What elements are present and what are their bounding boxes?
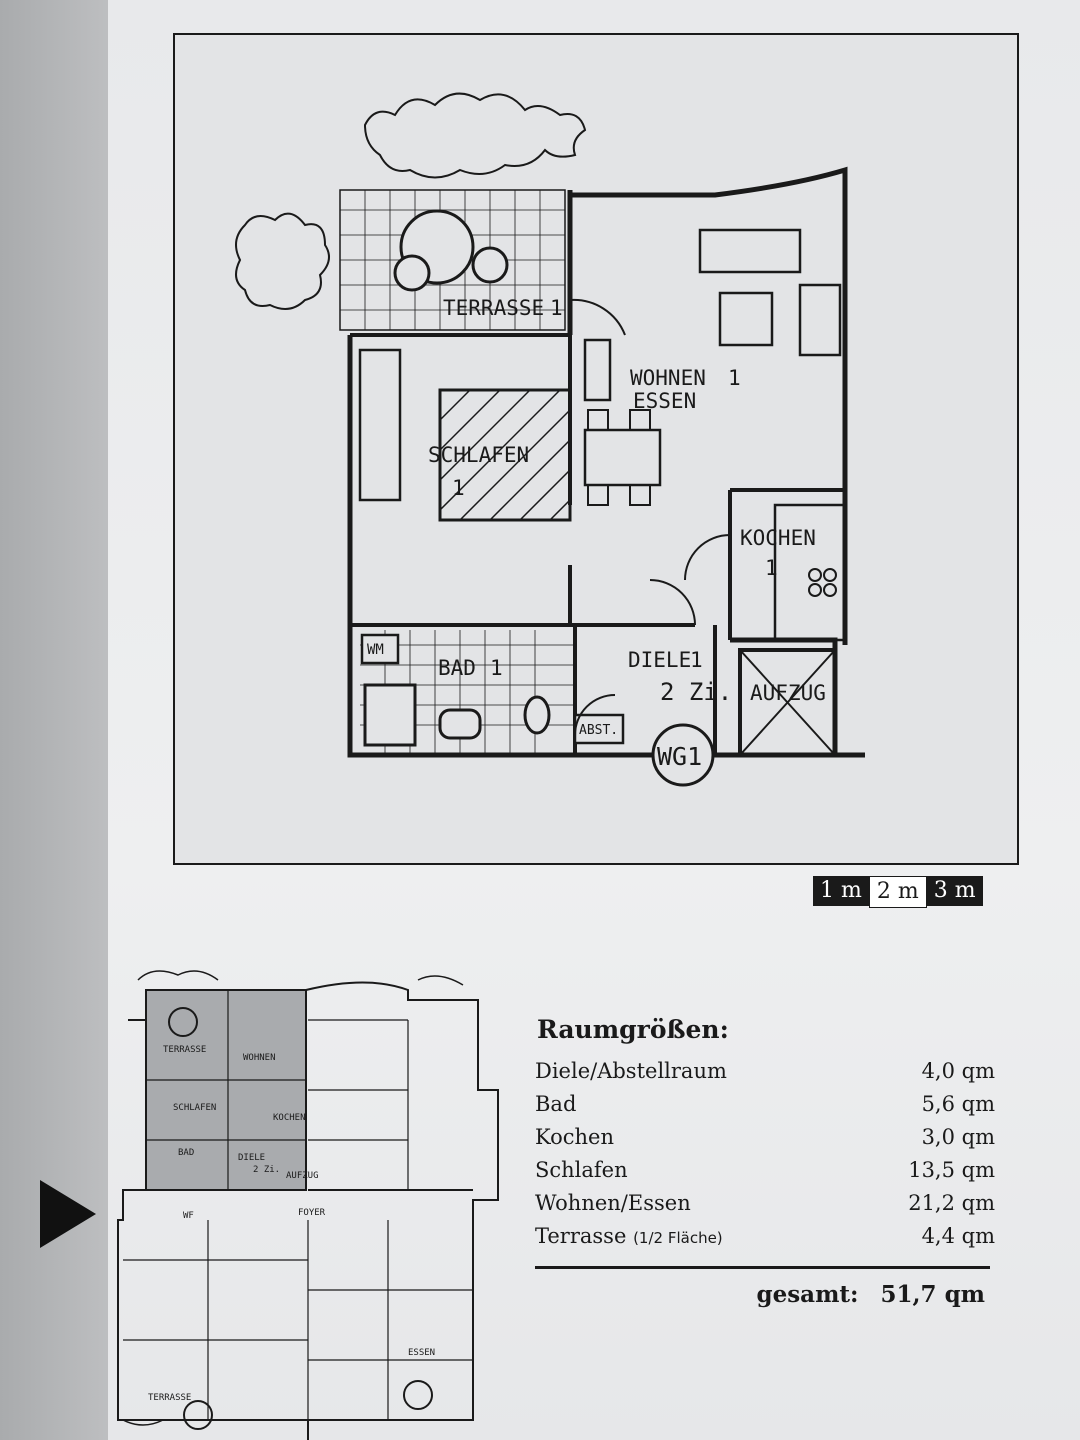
toilet bbox=[523, 695, 551, 735]
room-sizes-title: Raumgrößen: bbox=[537, 1015, 729, 1044]
room-label-aufzug: AUFZUG bbox=[750, 681, 826, 705]
room-label-kochen: KOCHEN bbox=[740, 526, 816, 550]
wm-box bbox=[360, 633, 400, 665]
room-label-essen: ESSEN bbox=[633, 389, 696, 413]
location-arrow-icon bbox=[40, 1180, 96, 1248]
sofa bbox=[698, 228, 802, 274]
washbasin bbox=[438, 708, 482, 740]
unit-circle bbox=[651, 723, 715, 787]
total-divider bbox=[535, 1266, 990, 1269]
site-label-zi: 2 Zi. bbox=[253, 1165, 280, 1175]
chair bbox=[629, 484, 651, 506]
room-value: 21,2 qm bbox=[908, 1190, 995, 1215]
site-label-wf: WF bbox=[183, 1211, 194, 1221]
terrace-chair bbox=[471, 246, 509, 284]
scale-3m: 3 m bbox=[926, 876, 983, 906]
room-label-schlafen: SCHLAFEN bbox=[428, 443, 529, 467]
room-value: 4,4 qm bbox=[921, 1223, 995, 1248]
site-label-terrasse-top: TERRASSE bbox=[163, 1045, 206, 1055]
site-label-wohnen: WOHNEN bbox=[243, 1053, 276, 1063]
room-value: 5,6 qm bbox=[921, 1091, 995, 1116]
site-label-schlafen: SCHLAFEN bbox=[173, 1103, 216, 1113]
room-num-schlafen: 1 bbox=[452, 476, 465, 500]
vegetation bbox=[363, 92, 587, 179]
room-name: Diele/Abstellraum bbox=[535, 1058, 727, 1083]
room-size-row: Terrasse (1/2 Fläche) 4,4 qm bbox=[535, 1219, 995, 1252]
terrace-chair bbox=[393, 254, 431, 292]
door-swing bbox=[569, 298, 731, 736]
site-plan: TERRASSE WOHNEN SCHLAFEN KOCHEN BAD DIEL… bbox=[117, 970, 499, 1440]
building-outline bbox=[117, 981, 499, 1440]
elevator-shaft bbox=[738, 648, 837, 757]
site-label-essen: ESSEN bbox=[408, 1348, 435, 1358]
room-label-wohnen: WOHNEN bbox=[630, 366, 706, 390]
room-size-row: Schlafen 13,5 qm bbox=[535, 1153, 995, 1186]
room-label-terrasse: TERRASSE bbox=[443, 296, 544, 320]
room-size-row: Bad 5,6 qm bbox=[535, 1087, 995, 1120]
room-num-wohnen: 1 bbox=[728, 366, 741, 390]
label-abst: ABST. bbox=[579, 723, 618, 738]
room-note: (1/2 Fläche) bbox=[633, 1228, 723, 1247]
unit-rooms: 2 Zi. bbox=[660, 678, 732, 706]
room-num-diele: 1 bbox=[690, 648, 703, 672]
site-label-foyer: FOYER bbox=[298, 1208, 326, 1218]
room-size-row: Diele/Abstellraum 4,0 qm bbox=[535, 1054, 995, 1087]
room-num-kochen: 1 bbox=[765, 556, 778, 580]
total-value: 51,7 qm bbox=[880, 1281, 985, 1308]
scale-bar: 1 m 2 m 3 m bbox=[813, 876, 983, 908]
floor-plan: TERRASSE 1 WOHNEN 1 ESSEN SCHLAFEN 1 KOC… bbox=[235, 92, 865, 787]
room-num-terrasse: 1 bbox=[550, 296, 563, 320]
room-size-row: Wohnen/Essen 21,2 qm bbox=[535, 1186, 995, 1219]
room-name: Schlafen bbox=[535, 1157, 628, 1182]
highlighted-unit bbox=[145, 989, 307, 1191]
room-num-bad: 1 bbox=[490, 656, 503, 680]
site-label-terrasse-bottom: TERRASSE bbox=[148, 1393, 191, 1403]
chair bbox=[629, 409, 651, 431]
site-label-diele: DIELE bbox=[238, 1153, 265, 1163]
room-name: Kochen bbox=[535, 1124, 615, 1149]
vegetation bbox=[235, 212, 330, 310]
bathtub bbox=[363, 683, 417, 747]
room-label-bad: BAD bbox=[438, 656, 476, 680]
chair bbox=[587, 484, 609, 506]
armchair bbox=[798, 283, 842, 357]
room-value: 13,5 qm bbox=[908, 1157, 995, 1182]
site-label-bad: BAD bbox=[178, 1148, 194, 1158]
room-name: Terrasse bbox=[535, 1223, 627, 1248]
total-row: gesamt: 51,7 qm bbox=[535, 1281, 995, 1308]
total-label: gesamt: bbox=[756, 1281, 859, 1308]
room-label-diele: DIELE bbox=[628, 648, 691, 672]
room-size-row: Kochen 3,0 qm bbox=[535, 1120, 995, 1153]
coffee-table bbox=[718, 291, 774, 347]
kitchen-counter bbox=[773, 503, 847, 642]
site-label-kochen: KOCHEN bbox=[273, 1113, 306, 1123]
room-name: Wohnen/Essen bbox=[535, 1190, 691, 1215]
room-value: 4,0 qm bbox=[921, 1058, 995, 1083]
shelf bbox=[583, 338, 612, 402]
chair bbox=[587, 409, 609, 431]
dining-table bbox=[583, 428, 662, 487]
room-value: 3,0 qm bbox=[921, 1124, 995, 1149]
room-sizes-panel: Raumgrößen: Diele/Abstellraum 4,0 qm Bad… bbox=[535, 1015, 995, 1308]
scale-1m: 1 m bbox=[813, 876, 869, 906]
wardrobe bbox=[358, 348, 402, 502]
unit-label: WG1 bbox=[657, 742, 702, 771]
floor-plan-frame: TERRASSE 1 WOHNEN 1 ESSEN SCHLAFEN 1 KOC… bbox=[173, 33, 1019, 865]
site-label-aufzug: AUFZUG bbox=[286, 1171, 319, 1181]
bed bbox=[438, 388, 572, 522]
label-wm: WM bbox=[367, 642, 384, 658]
scale-2m: 2 m bbox=[868, 876, 927, 908]
room-name: Bad bbox=[535, 1091, 577, 1116]
